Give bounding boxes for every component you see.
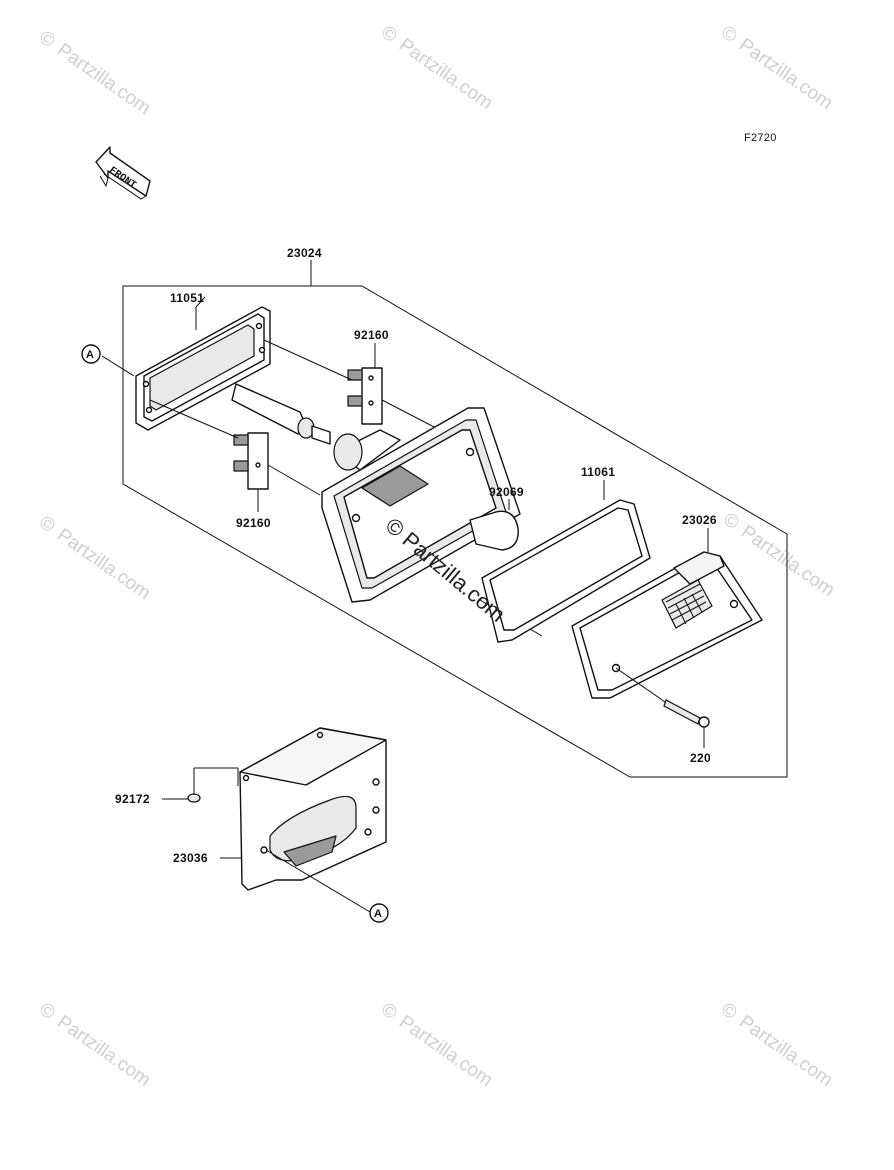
watermark-text: Partzilla.com xyxy=(735,35,836,115)
callout-23026: 23026 xyxy=(682,513,717,527)
watermark-text: Partzilla.com xyxy=(53,1012,154,1092)
watermark-symbol: © xyxy=(717,999,741,1024)
callout-92069: 92069 xyxy=(489,485,524,499)
callout-92160-lower: 92160 xyxy=(236,516,271,530)
lens xyxy=(571,528,763,699)
watermark-text: Partzilla.com xyxy=(53,525,154,605)
diagram-code: F2720 xyxy=(744,132,777,144)
watermark-symbol: © xyxy=(377,999,401,1024)
bulb xyxy=(469,499,519,551)
watermark-symbol: © xyxy=(35,27,59,52)
watermark-symbol: © xyxy=(377,22,401,47)
ref-a-top-label: A xyxy=(86,349,94,361)
gasket xyxy=(481,480,651,643)
callout-11051: 11051 xyxy=(170,291,204,305)
ref-a-bottom: A xyxy=(369,903,389,923)
callout-23024: 23024 xyxy=(287,246,322,260)
assembly-outline xyxy=(122,260,788,778)
socket-lower xyxy=(233,432,269,512)
socket-upper xyxy=(347,343,383,425)
watermark-text: Partzilla.com xyxy=(735,1012,836,1092)
callout-11061: 11061 xyxy=(581,465,615,479)
mount-bracket xyxy=(239,727,387,891)
callout-92160-upper: 92160 xyxy=(354,328,389,342)
front-arrow: FRONT xyxy=(95,146,151,200)
ref-a-top: A xyxy=(81,344,101,364)
bulb-long xyxy=(231,383,331,445)
callout-lines xyxy=(101,343,376,913)
callout-220: 220 xyxy=(690,751,711,765)
ref-a-bottom-label: A xyxy=(374,908,382,920)
watermark-symbol: © xyxy=(35,512,59,537)
watermark-symbol: © xyxy=(719,509,743,534)
screw xyxy=(615,667,710,748)
watermark-symbol: © xyxy=(35,999,59,1024)
watermark-symbol: © xyxy=(717,22,741,47)
light-housing xyxy=(321,407,521,603)
watermark-text: Partzilla.com xyxy=(395,1012,496,1092)
callout-92172: 92172 xyxy=(115,792,150,806)
watermark-text: Partzilla.com xyxy=(53,40,154,120)
watermark-text: Partzilla.com xyxy=(737,522,838,602)
callout-23036: 23036 xyxy=(173,851,208,865)
mounting-plate xyxy=(135,306,271,431)
bolt xyxy=(187,767,239,803)
watermark-text: Partzilla.com xyxy=(395,35,496,115)
